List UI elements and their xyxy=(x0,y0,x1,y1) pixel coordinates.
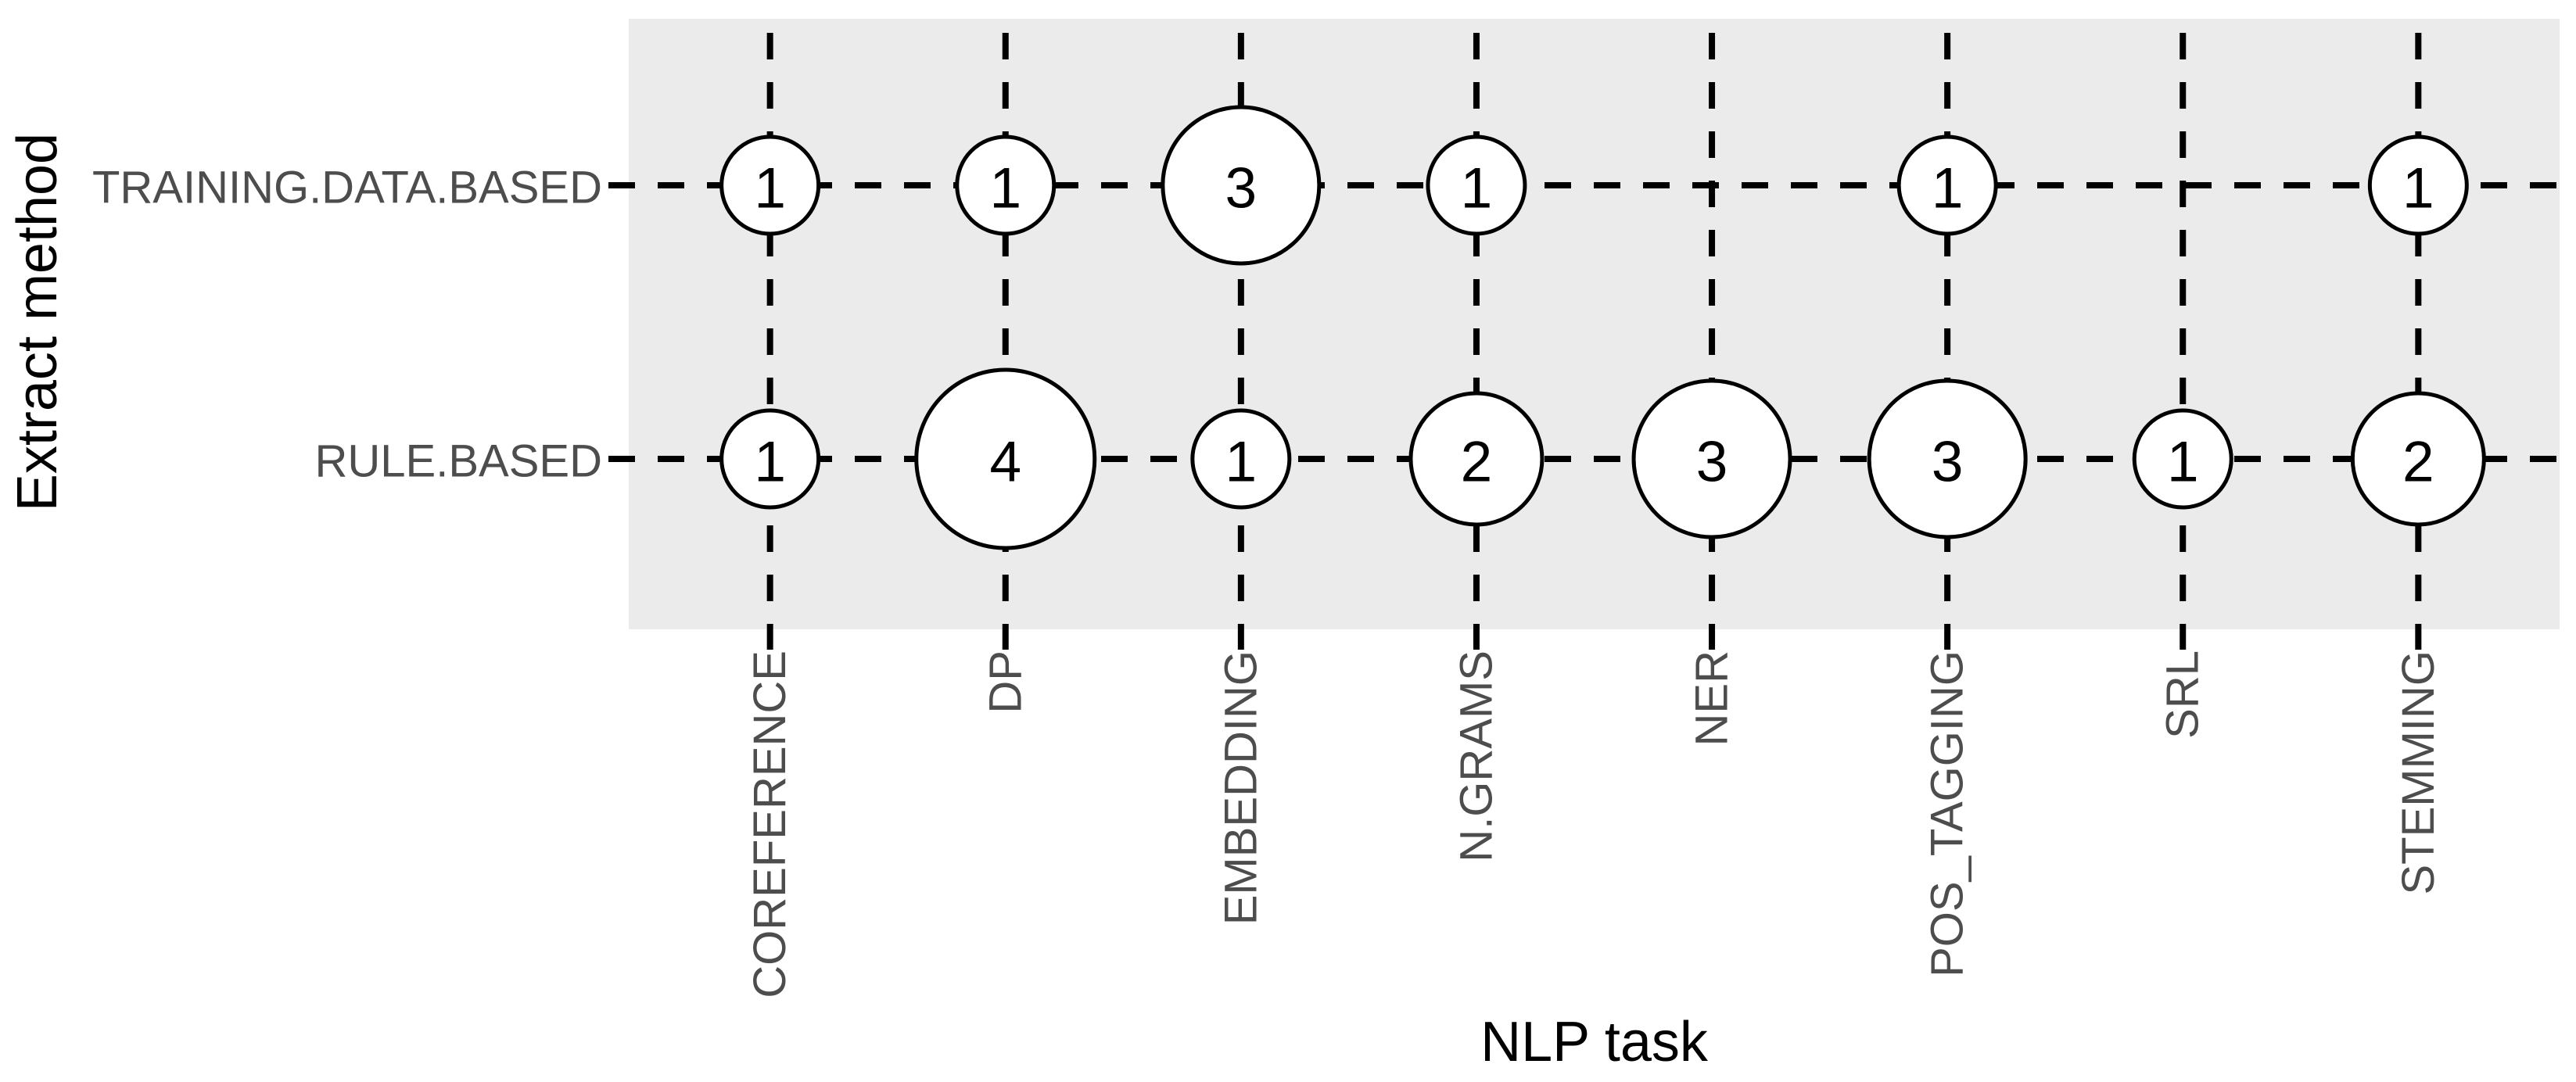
bubble-coreference-training.data.based xyxy=(719,134,821,236)
bubble-embedding-rule.based xyxy=(1190,408,1292,510)
y-axis-title: Extract method xyxy=(6,133,69,511)
bubble-ner-rule.based xyxy=(1631,378,1792,539)
y-tick-label-training.data.based: TRAINING.DATA.BASED xyxy=(92,163,602,213)
bubble-stemming-rule.based xyxy=(2350,391,2486,527)
bubble-value: 1 xyxy=(989,157,1021,220)
bubble-n.grams-training.data.based xyxy=(1426,134,1527,236)
bubble-value: 2 xyxy=(1461,431,1493,494)
bubble-value: 3 xyxy=(1225,157,1258,220)
bubble-value: 2 xyxy=(2402,431,2434,494)
x-tick-label-ner: NER xyxy=(1687,650,1738,746)
bubble-dp-rule.based xyxy=(914,367,1097,550)
bubble-embedding-training.data.based xyxy=(1161,105,1322,266)
bubble-pos_tagging-training.data.based xyxy=(1896,134,1998,236)
bubble-value: 1 xyxy=(2402,157,2434,220)
x-tick-label-dp: DP xyxy=(980,650,1031,714)
bubble-stemming-training.data.based xyxy=(2367,134,2469,236)
x-tick-label-n.grams: N.GRAMS xyxy=(1451,650,1501,862)
bubble-dp-training.data.based xyxy=(955,134,1057,236)
x-tick-label-stemming: STEMMING xyxy=(2393,650,2444,895)
bubble-coreference-rule.based xyxy=(719,408,821,510)
x-tick-label-pos_tagging: POS_TAGGING xyxy=(1922,650,1973,977)
bubble-value: 3 xyxy=(1696,431,1728,494)
x-tick-label-coreference: COREFERENCE xyxy=(744,650,795,998)
x-tick-label-embedding: EMBEDDING xyxy=(1215,650,1266,925)
x-tick-label-srl: SRL xyxy=(2158,650,2208,739)
y-tick-label-rule.based: RULE.BASED xyxy=(315,436,602,487)
bubble-value: 1 xyxy=(1461,157,1493,220)
bubble-value: 3 xyxy=(1932,431,1964,494)
chart-panel xyxy=(629,19,2560,629)
x-axis-title: NLP task xyxy=(1480,1011,1709,1073)
bubble-value: 1 xyxy=(1225,431,1258,494)
bubble-pos_tagging-rule.based xyxy=(1867,378,2028,539)
bubble-value: 1 xyxy=(1932,157,1964,220)
bubble-value: 1 xyxy=(2167,431,2199,494)
bubble-value: 4 xyxy=(989,431,1021,494)
bubble-value: 1 xyxy=(754,431,786,494)
bubble-srl-rule.based xyxy=(2132,408,2233,510)
bubble-value: 1 xyxy=(754,157,786,220)
bubble-n.grams-rule.based xyxy=(1408,391,1545,527)
